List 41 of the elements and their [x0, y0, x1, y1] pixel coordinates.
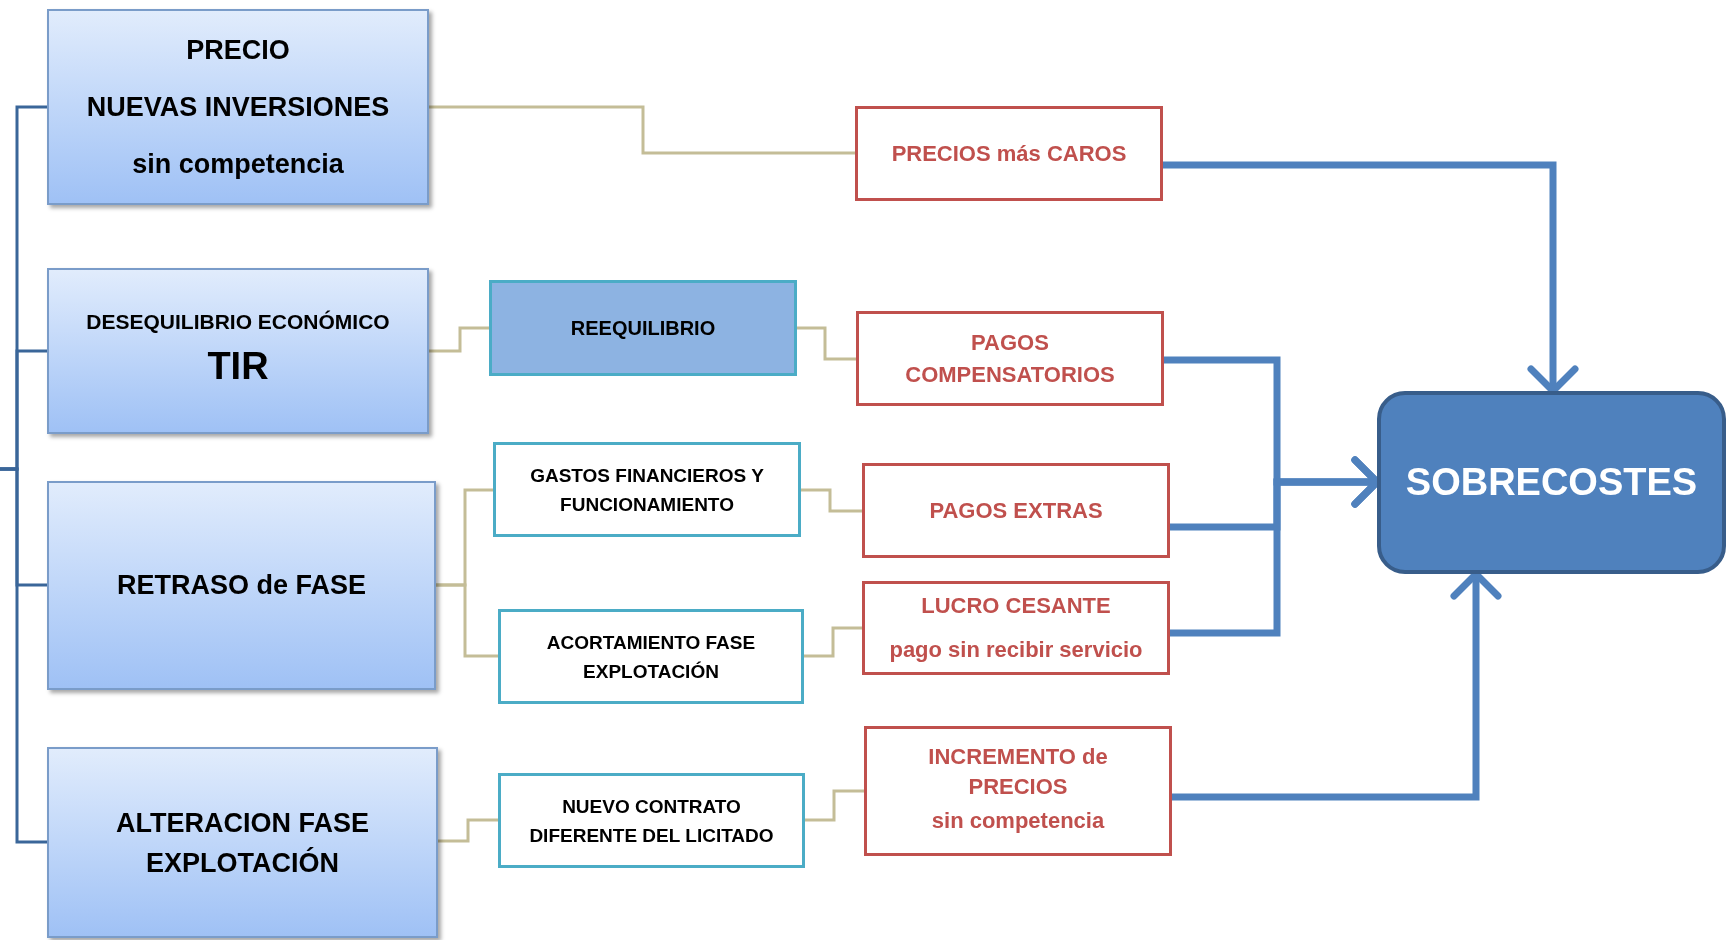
node-label: DESEQUILIBRIO ECONÓMICO — [86, 309, 390, 335]
cause-box — [47, 481, 436, 690]
cause-box — [47, 747, 438, 938]
connector-line — [804, 626, 862, 658]
node-label: REEQUILIBRIO — [570, 316, 716, 341]
connector-line — [438, 818, 498, 843]
node-label: SOBRECOSTES — [1405, 460, 1698, 505]
connector-line — [436, 583, 498, 658]
result-box — [1377, 391, 1726, 574]
node-label: PRECIOS más CAROS — [891, 140, 1127, 168]
node-label: PAGOS EXTRAS — [929, 497, 1103, 525]
process-box — [493, 442, 801, 537]
node-label: RETRASO de FASE — [116, 569, 366, 603]
process-box — [489, 280, 797, 376]
node-label: NUEVAS INVERSIONES — [86, 90, 390, 124]
cause-box — [47, 9, 429, 205]
connector-line — [0, 467, 47, 844]
node-label: PAGOS COMPENSATORIOS — [904, 328, 1116, 389]
connector-line — [805, 789, 864, 822]
connector-line — [797, 326, 856, 361]
node-label: NUEVO CONTRATO DIFERENTE DEL LICITADO — [528, 794, 775, 848]
process-box — [498, 773, 805, 868]
node-label: ACORTAMIENTO FASE EXPLOTACIÓN — [545, 630, 757, 684]
connector-line — [429, 105, 855, 155]
effect-box — [856, 311, 1164, 406]
node-label: sin competencia — [132, 147, 344, 181]
effect-box — [855, 106, 1163, 201]
effect-box — [862, 581, 1170, 675]
cause-box — [47, 268, 429, 434]
node-label: pago sin recibir servicio — [889, 636, 1143, 664]
node-label: LUCRO CESANTE — [921, 592, 1111, 620]
node-label: TIR — [207, 344, 269, 389]
process-box — [498, 609, 804, 704]
effect-box — [864, 726, 1172, 856]
node-label: GASTOS FINANCIEROS Y FUNCIONAMIENTO — [529, 463, 765, 517]
node-label: sin competencia — [931, 807, 1105, 835]
node-label: ALTERACION FASE EXPLOTACIÓN — [115, 806, 370, 880]
effect-box — [862, 463, 1170, 558]
connector-line — [801, 488, 862, 513]
connector-line — [429, 326, 489, 353]
node-label: PRECIO — [186, 33, 290, 67]
